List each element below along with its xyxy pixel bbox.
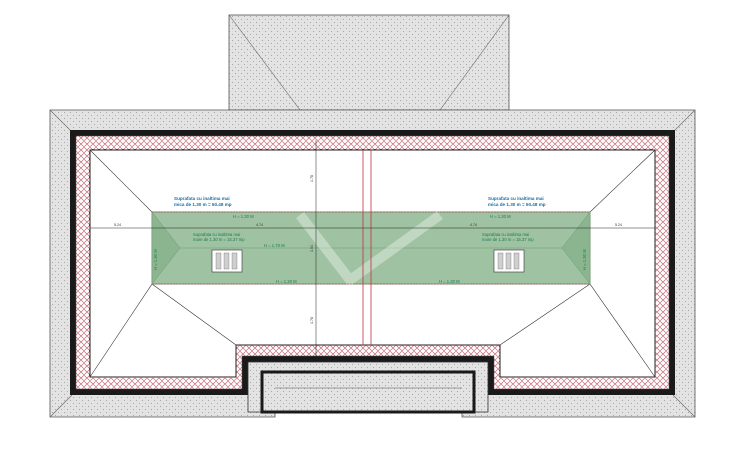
dim-left-span: 5.24 [114,223,121,227]
right-green-label-1: Suprafata cu inaltima mai [482,232,529,237]
left-green-label-2: mare de 1.30 m = 15.37 mp [193,237,245,242]
lower-entrance-roof [247,361,489,414]
height-label-bottom-left: H = 1.30 M [276,279,297,284]
dimension-lines [89,140,656,360]
dim-middle-vertical: 1.54 [310,245,314,252]
dim-center-left: 4.74 [256,223,263,227]
left-area-label-2: mica de 1.30 m = 50.48 mp [174,202,232,207]
height-label-bottom-right: H = 1.30 M [439,279,460,284]
left-area-label-1: Suprafata cu inaltima mai [174,196,230,201]
dim-right-span: 5.24 [615,223,622,227]
left-green-label-1: Suprafata cu inaltima mai [193,232,240,237]
right-area-label-1: Suprafata cu inaltima mai [488,196,544,201]
right-area-label-2: mica de 1.30 m = 50.48 mp [488,202,546,207]
height-label-mid-left: H = 1.70 M [264,243,285,248]
dim-center-right: 4.74 [470,223,477,227]
skylight-icon [493,249,525,273]
skylight-icon [211,249,243,273]
dim-lower-vertical: 1.78 [310,317,314,324]
height-label-side-left: H = 1.30 M [153,249,158,270]
height-label-top-left: H = 1.30 M [233,214,254,219]
dim-upper-vertical: 1.78 [310,175,314,182]
height-label-side-right: H = 1.30 M [582,249,587,270]
height-label-top-right: H = 1.30 M [490,214,511,219]
upper-gable-roof [228,14,510,111]
right-green-label-2: mare de 1.30 m = 15.37 mp [482,237,534,242]
central-partition [362,150,372,345]
